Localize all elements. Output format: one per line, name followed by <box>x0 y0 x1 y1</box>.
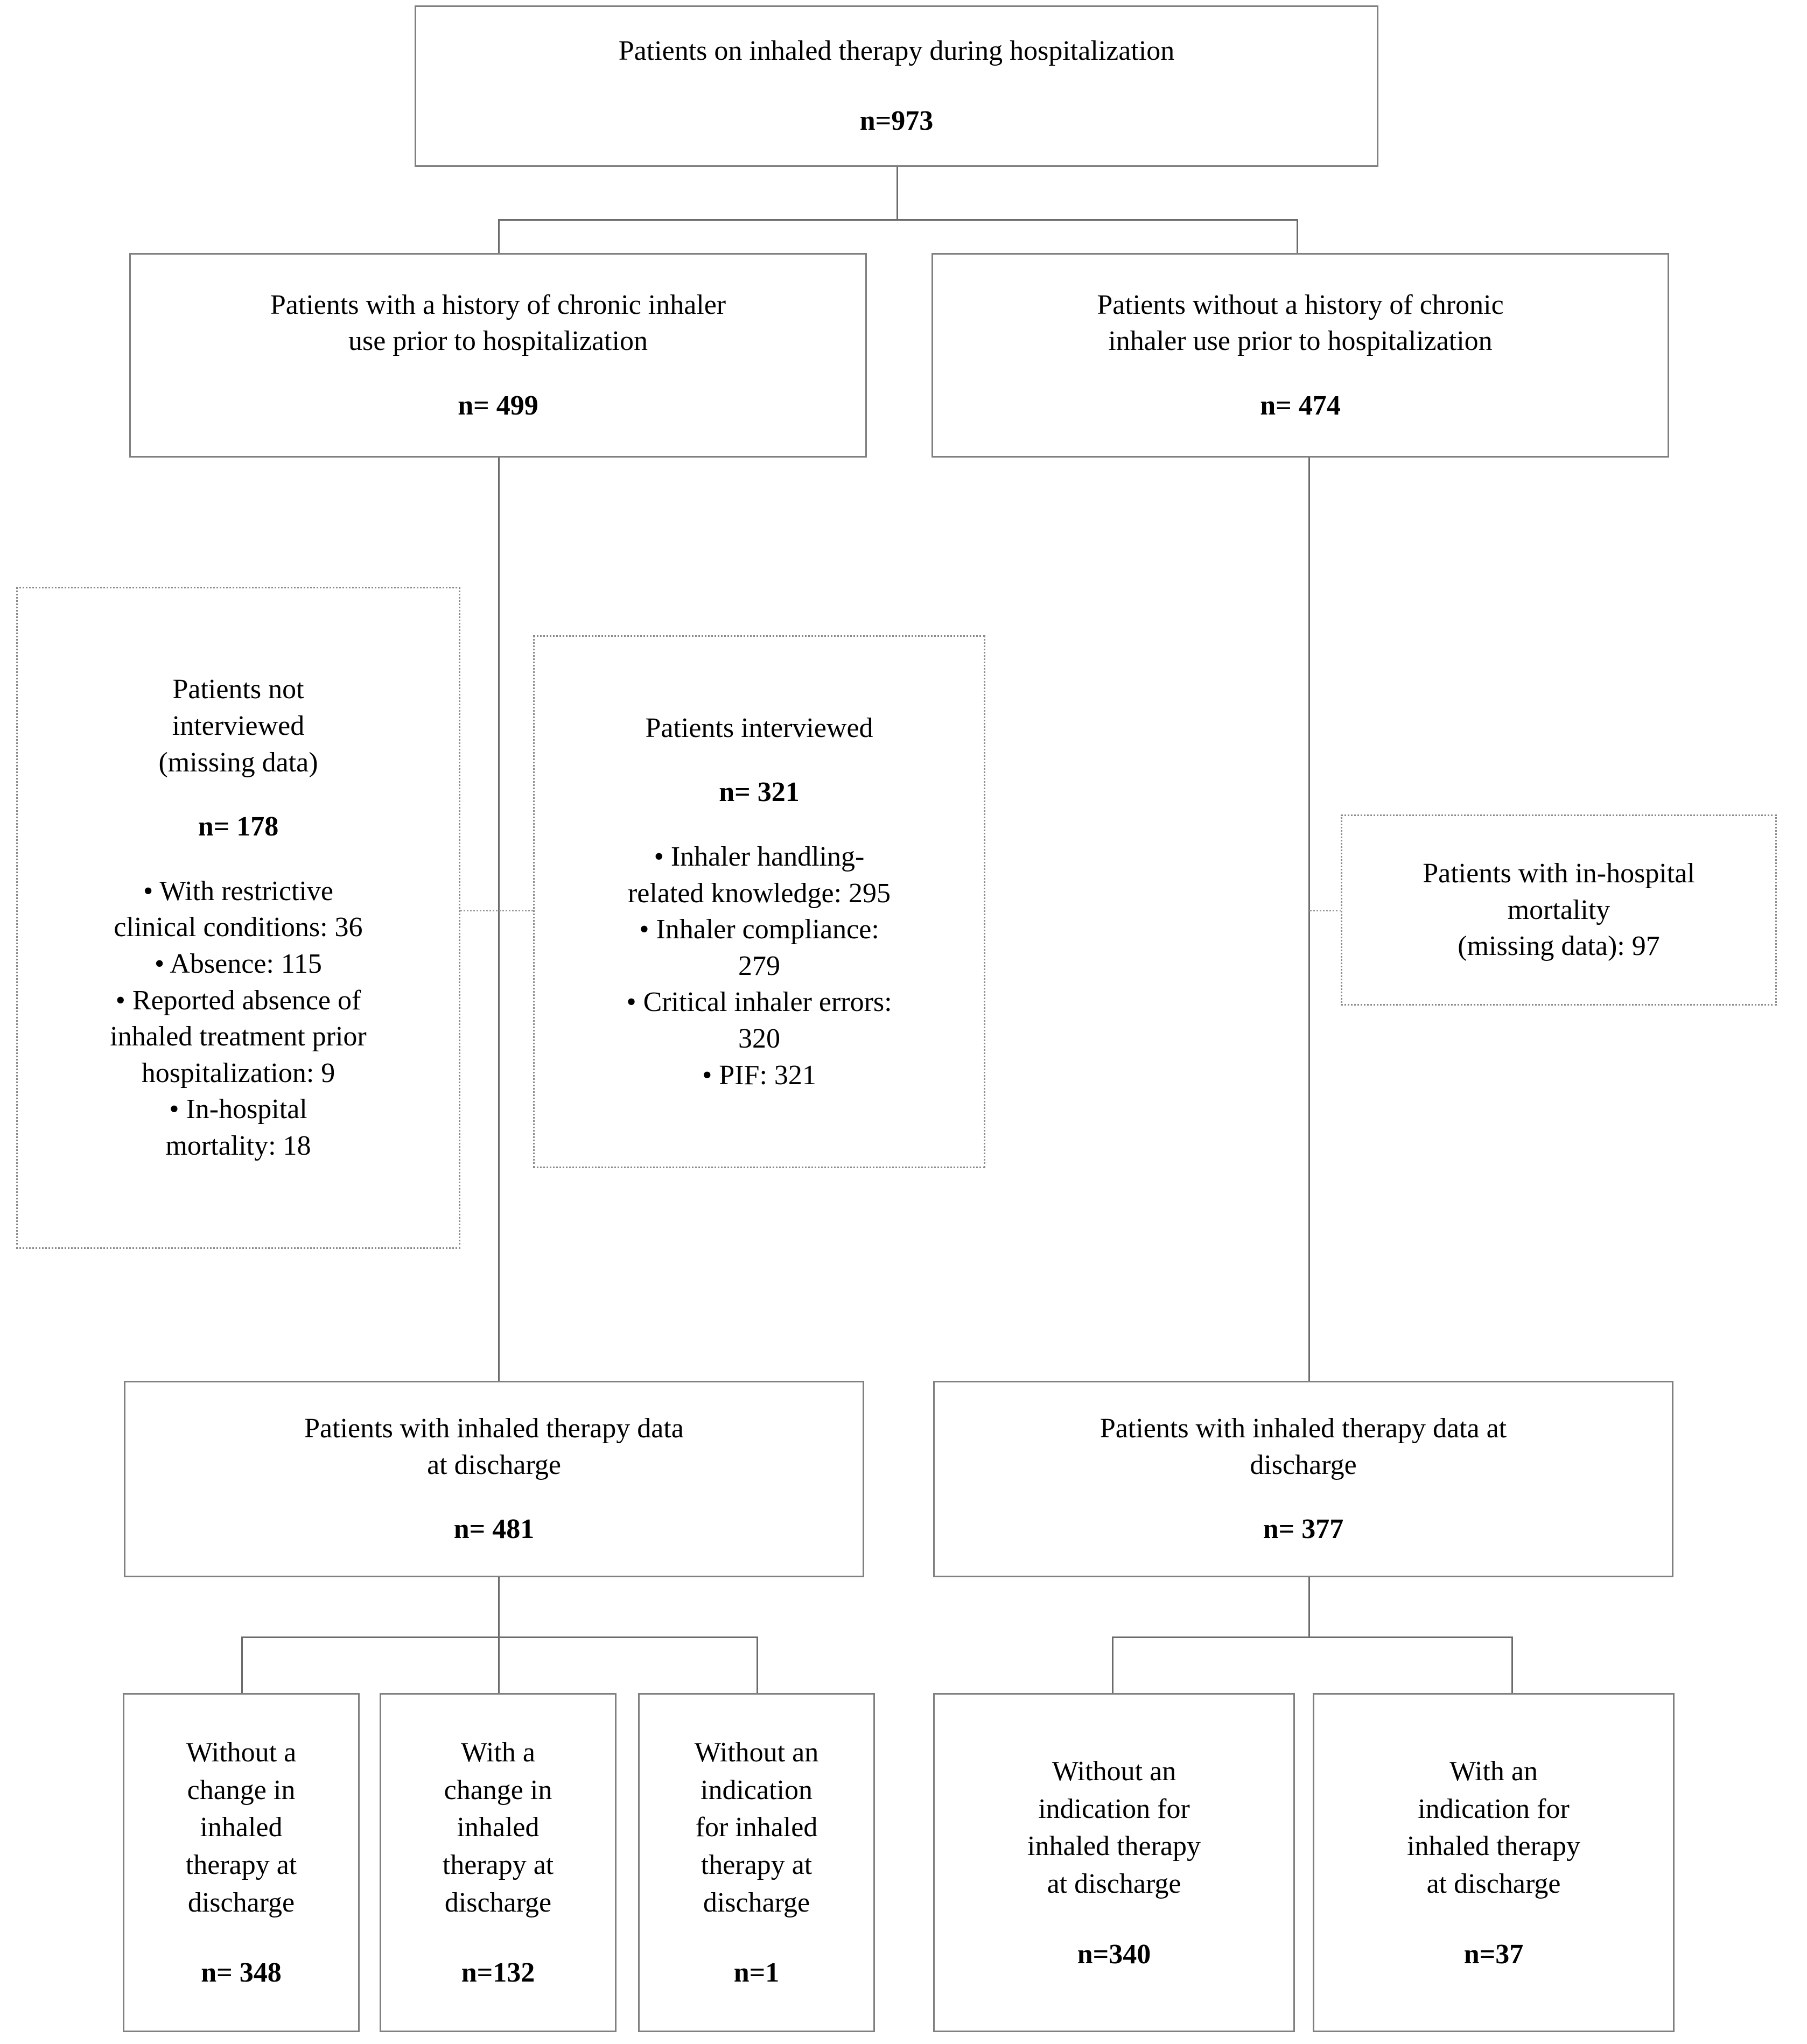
node-chronic-inhaler-yes-title: Patients with a history of chronic inhal… <box>270 289 726 357</box>
connector-left-fan-drop-1 <box>241 1636 243 1694</box>
node-leaf-without-change-title: Without a change in inhaled therapy at d… <box>185 1737 297 1918</box>
node-chronic-inhaler-no-count: n= 474 <box>1260 390 1341 421</box>
node-leaf-without-change[interactable]: Without a change in inhaled therapy at d… <box>123 1693 360 2032</box>
node-leaf-with-indication-right-title: With an indication for inhaled therapy a… <box>1407 1755 1580 1899</box>
node-root-title: Patients on inhaled therapy during hospi… <box>618 36 1175 67</box>
connector-dotted-interviewed <box>500 910 533 911</box>
connector-right-fan-drop-2 <box>1511 1636 1513 1694</box>
node-chronic-inhaler-yes[interactable]: Patients with a history of chronic inhal… <box>129 253 867 458</box>
node-leaf-without-indication-left[interactable]: Without an indication for inhaled therap… <box>638 1693 875 2032</box>
node-not-interviewed-title: Patients not interviewed (missing data) <box>158 674 318 778</box>
node-in-hospital-mortality[interactable]: Patients with in-hospital mortality (mis… <box>1341 814 1777 1006</box>
connector-root-down <box>897 165 898 221</box>
node-discharge-data-right[interactable]: Patients with inhaled therapy data at di… <box>933 1381 1673 1577</box>
connector-left-branch-trunk <box>498 455 500 1381</box>
connector-left-fan-bar <box>241 1636 758 1638</box>
connector-split-left-down <box>498 219 500 261</box>
node-discharge-data-left[interactable]: Patients with inhaled therapy data at di… <box>124 1381 864 1577</box>
connector-left-fan-down <box>498 1577 500 1638</box>
node-leaf-with-indication-right[interactable]: With an indication for inhaled therapy a… <box>1313 1693 1675 2032</box>
node-leaf-with-change-count: n=132 <box>461 1957 535 1989</box>
node-not-interviewed-bullets: • With restrictive clinical conditions: … <box>110 875 367 1161</box>
node-leaf-without-indication-left-title: Without an indication for inhaled therap… <box>694 1737 819 1918</box>
node-discharge-data-right-count: n= 377 <box>1263 1514 1344 1545</box>
node-chronic-inhaler-yes-count: n= 499 <box>458 390 538 421</box>
node-leaf-without-indication-right[interactable]: Without an indication for inhaled therap… <box>933 1693 1295 2032</box>
node-leaf-without-indication-right-title: Without an indication for inhaled therap… <box>1027 1755 1201 1899</box>
node-leaf-with-change-title: With a change in inhaled therapy at disc… <box>442 1737 554 1918</box>
connector-right-branch-trunk <box>1308 455 1310 1381</box>
node-discharge-data-right-title: Patients with inhaled therapy data at di… <box>1099 1413 1507 1480</box>
connector-right-fan-down <box>1308 1577 1310 1638</box>
node-leaf-without-change-count: n= 348 <box>201 1957 282 1989</box>
node-chronic-inhaler-no[interactable]: Patients without a history of chronic in… <box>931 253 1669 458</box>
node-chronic-inhaler-no-title: Patients without a history of chronic in… <box>1097 289 1504 357</box>
connector-split-right-down <box>1297 219 1298 261</box>
node-interviewed[interactable]: Patients interviewed n= 321 • Inhaler ha… <box>533 635 985 1168</box>
node-interviewed-title: Patients interviewed <box>645 712 873 743</box>
node-root[interactable]: Patients on inhaled therapy during hospi… <box>415 5 1378 167</box>
connector-dotted-mortality <box>1309 910 1342 911</box>
connector-right-fan-drop-1 <box>1112 1636 1113 1694</box>
connector-left-fan-drop-2 <box>498 1636 500 1694</box>
connector-right-fan-bar <box>1112 1636 1513 1638</box>
node-discharge-data-left-title: Patients with inhaled therapy data at di… <box>304 1413 684 1480</box>
node-leaf-without-indication-left-count: n=1 <box>733 1957 780 1989</box>
node-root-count: n=973 <box>859 106 934 136</box>
node-leaf-with-indication-right-count: n=37 <box>1463 1938 1524 1970</box>
connector-left-fan-drop-3 <box>757 1636 758 1694</box>
node-in-hospital-mortality-title: Patients with in-hospital mortality (mis… <box>1423 858 1695 962</box>
node-leaf-with-change[interactable]: With a change in inhaled therapy at disc… <box>380 1693 617 2032</box>
connector-dotted-not-interviewed <box>460 910 501 911</box>
node-discharge-data-left-count: n= 481 <box>453 1514 535 1545</box>
node-leaf-without-indication-right-count: n=340 <box>1077 1938 1151 1970</box>
node-not-interviewed[interactable]: Patients not interviewed (missing data) … <box>16 587 460 1249</box>
node-interviewed-count: n= 321 <box>719 777 800 808</box>
node-interviewed-bullets: • Inhaler handling- related knowledge: 2… <box>626 841 892 1091</box>
connector-split-bar-top <box>498 219 1298 221</box>
node-not-interviewed-count: n= 178 <box>198 811 279 842</box>
